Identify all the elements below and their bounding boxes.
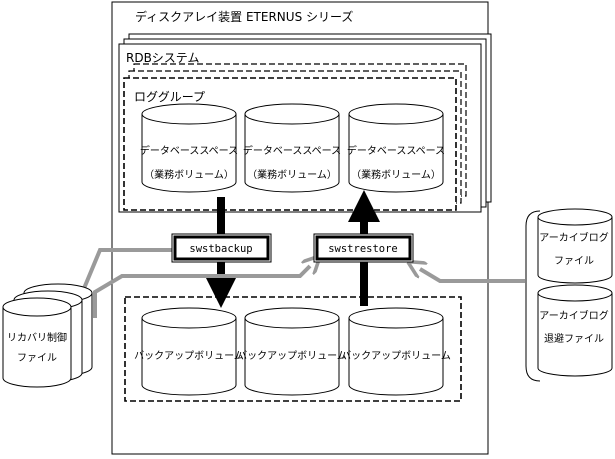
database-space-3: データベーススペース （業務ボリューム） xyxy=(347,103,445,193)
backup-volume-2-label: バックアップボリューム xyxy=(237,350,347,362)
backup-volume-3-label: バックアップボリューム xyxy=(341,350,451,362)
rdb-system-title: RDBシステム xyxy=(126,51,199,65)
database-space-2-sublabel: （業務ボリューム） xyxy=(247,168,337,181)
log-group-title: ロググループ xyxy=(134,90,205,104)
archive-evac-file: アーカイブログ 退避ファイル xyxy=(537,284,613,377)
backup-to-recovery-arrow xyxy=(80,248,176,298)
swstrestore-label: swstrestore xyxy=(328,243,398,255)
swstbackup-command: swstbackup xyxy=(171,233,272,263)
gray-flow-arrows xyxy=(80,248,525,318)
swstbackup-label: swstbackup xyxy=(189,243,252,255)
recovery-to-restore-arrow xyxy=(93,266,310,318)
database-space-2-label: データベーススペース xyxy=(243,144,341,157)
archive-log-file-sublabel: ファイル xyxy=(554,256,594,267)
database-space-3-sublabel: （業務ボリューム） xyxy=(351,168,441,181)
backup-volume-3: バックアップボリューム xyxy=(341,307,451,396)
database-space-3-label: データベーススペース xyxy=(347,144,445,157)
archive-log-file: アーカイブログ ファイル xyxy=(537,208,613,284)
database-space-1-sublabel: （業務ボリューム） xyxy=(144,168,234,181)
storage-system-title: ディスクアレイ装置 ETERNUS シリーズ xyxy=(135,9,353,24)
swstrestore-command: swstrestore xyxy=(313,233,414,263)
archive-log-group xyxy=(525,210,541,382)
database-space-1: データベーススペース （業務ボリューム） xyxy=(140,103,238,193)
recovery-control-file-label: リカバリ制御 xyxy=(7,331,67,344)
recovery-control-file-sublabel: ファイル xyxy=(17,353,57,364)
backup-volume-1-label: バックアップボリューム xyxy=(134,350,244,362)
archive-to-restore-arrow xyxy=(420,269,525,283)
archive-log-file-label: アーカイブログ xyxy=(539,231,608,244)
backup-volume-2: バックアップボリューム xyxy=(237,307,347,396)
database-space-2: データベーススペース （業務ボリューム） xyxy=(243,103,341,193)
backup-volume-1: バックアップボリューム xyxy=(134,307,244,396)
archive-evac-file-sublabel: 退避ファイル xyxy=(544,332,604,345)
archive-evac-file-label: アーカイブログ xyxy=(539,309,608,322)
database-space-1-label: データベーススペース xyxy=(140,144,238,157)
recovery-control-file: リカバリ制御 ファイル xyxy=(2,283,93,388)
